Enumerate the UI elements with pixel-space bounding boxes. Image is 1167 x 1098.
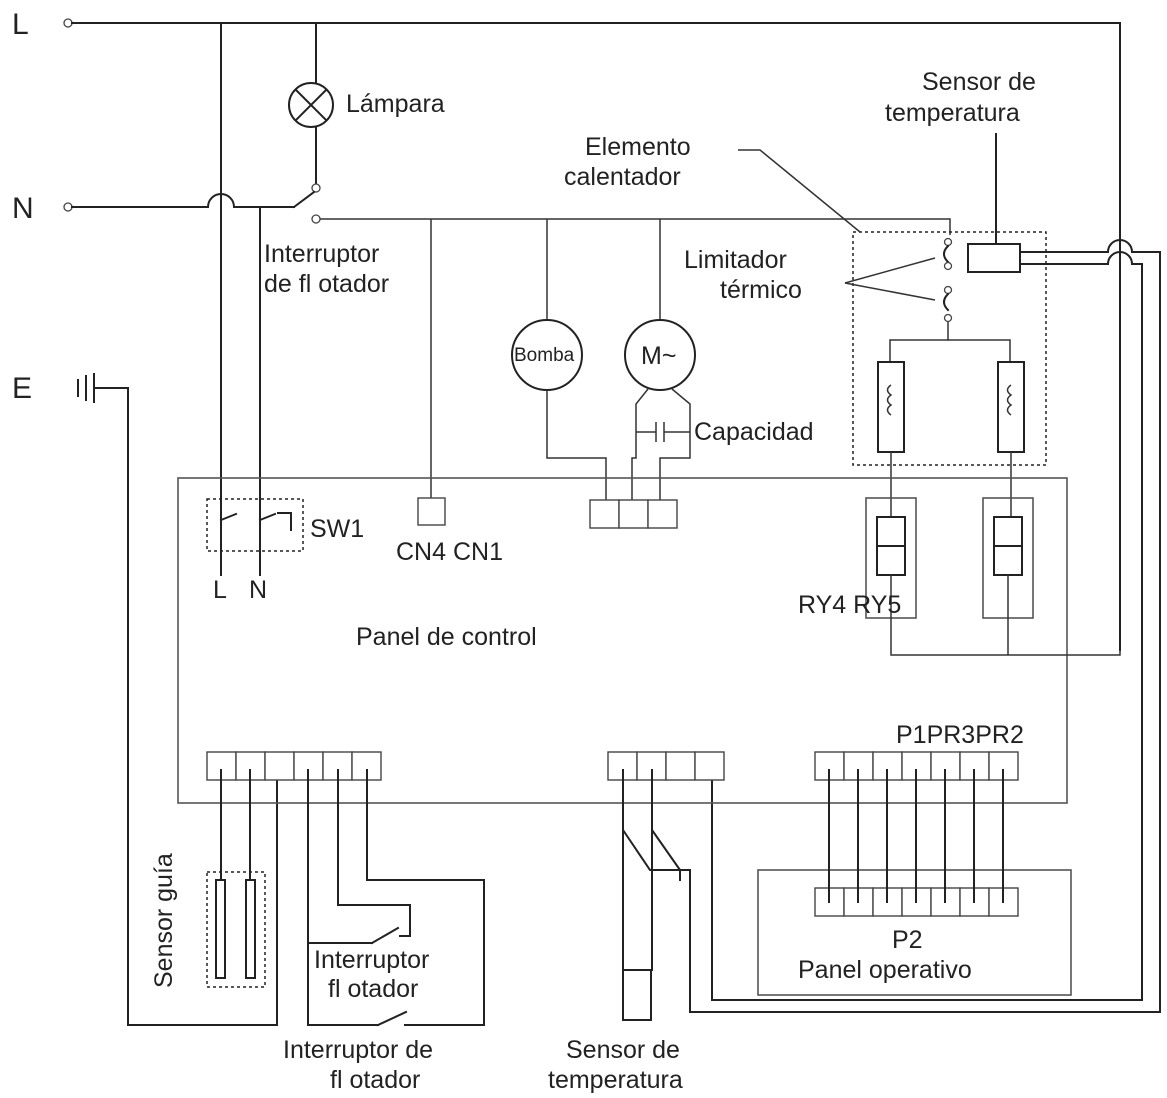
label-interruptor-mid-2: fl otador: [328, 975, 418, 1003]
label-p2: P2: [892, 926, 923, 954]
operator-panel: [757, 769, 1072, 996]
switched-rail-drops: [430, 219, 661, 498]
label-interruptor-top-2: de fl otador: [264, 270, 389, 298]
label-motor: M~: [641, 342, 676, 370]
label-cn4-cn1: CN4 CN1: [396, 538, 503, 566]
label-interruptor-bot-1: Interruptor de: [283, 1036, 433, 1064]
supply-rails: [63, 18, 1121, 1026]
label-bomba: Bomba: [514, 345, 575, 366]
float-switch-wires: [307, 769, 485, 1027]
label-interruptor-mid-1: Interruptor: [314, 946, 429, 974]
heater-group: [738, 133, 1047, 520]
label-sensor-guia: Sensor guía: [150, 853, 178, 988]
label-N: N: [12, 192, 34, 225]
label-interruptor-top-1: Interruptor: [264, 240, 379, 268]
label-elemento-1: Elemento: [585, 133, 691, 161]
earth-symbol: [77, 373, 278, 1026]
bottom-connector-left: [206, 751, 382, 781]
bottom-connector-middle: [607, 751, 725, 781]
label-lampara: Lámpara: [346, 90, 445, 118]
lamp-branch: [220, 22, 951, 511]
temperature-sensor-top-icon: [967, 243, 1021, 273]
label-panel-control: Panel de control: [356, 623, 537, 651]
label-p1pr3pr2: P1PR3PR2: [896, 721, 1024, 749]
relay-ry4-icon: [865, 497, 917, 619]
label-limitador-1: Limitador: [684, 246, 787, 274]
label-sensor-temp-bot-1: Sensor de: [566, 1036, 680, 1064]
temperature-sensor-bottom-icon: [622, 769, 681, 1021]
lamp-icon: [288, 82, 334, 128]
label-capacidad: Capacidad: [694, 418, 814, 446]
label-sensor-temp-top-1: Sensor de: [922, 68, 1036, 96]
label-elemento-2: calentador: [564, 163, 681, 191]
motor-icon: [624, 319, 696, 500]
heating-element-left-icon: [877, 361, 905, 453]
pump-icon: [511, 319, 607, 500]
label-L: L: [12, 8, 29, 41]
label-E: E: [12, 372, 32, 405]
label-ry4-ry5: RY4 RY5: [798, 591, 901, 619]
heating-element-right-icon: [997, 361, 1025, 453]
label-panel-operativo: Panel operativo: [798, 956, 972, 984]
label-sw-N: N: [249, 576, 267, 604]
temp-sensor-top-wires: [622, 239, 1161, 1013]
label-sensor-temp-top-2: temperatura: [885, 99, 1020, 127]
label-sw1: SW1: [310, 515, 364, 543]
label-limitador-2: térmico: [720, 276, 802, 304]
label-sensor-temp-bot-2: temperatura: [548, 1066, 683, 1094]
guide-sensor-icon: [206, 769, 266, 988]
label-sw-L: L: [213, 576, 227, 604]
label-interruptor-bot-2: fl otador: [330, 1066, 420, 1094]
relay-ry5-icon: [982, 497, 1034, 619]
